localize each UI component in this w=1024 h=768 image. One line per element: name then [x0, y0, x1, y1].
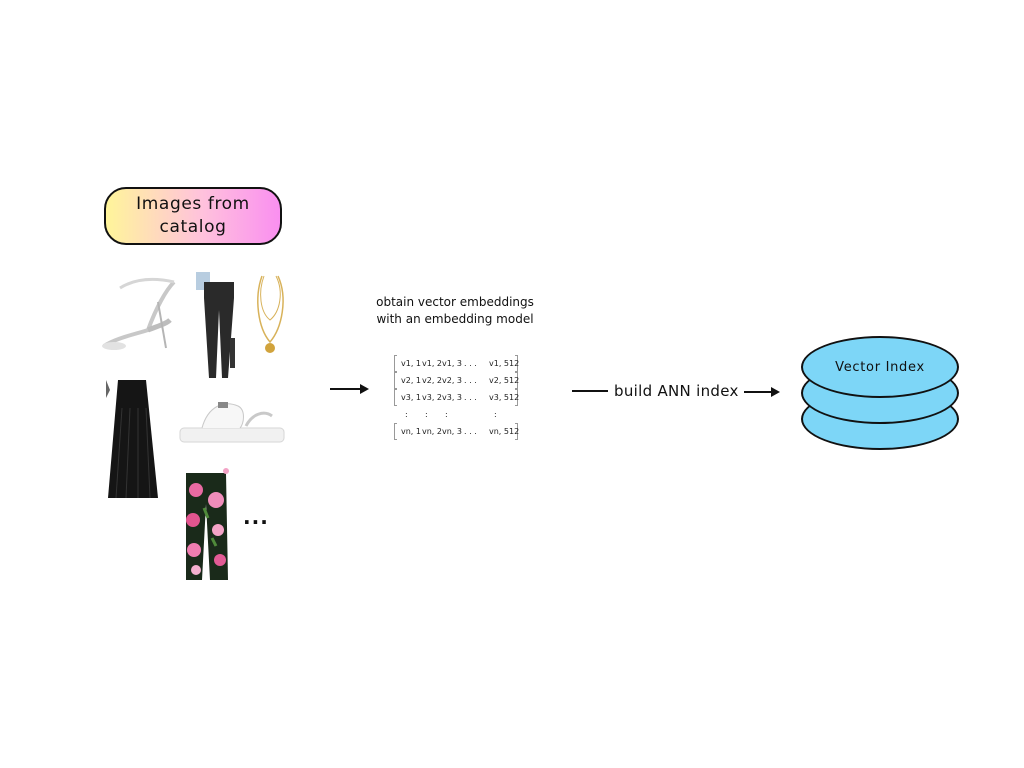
- matrix-row: v1, 1 v1, 2 v1, 3 . . . v1, 512: [394, 355, 520, 372]
- index-disk-top: [801, 336, 959, 398]
- matrix-cell: . . .: [464, 427, 477, 436]
- matrix-cell: v1, 1: [401, 359, 421, 368]
- catalog-title-pill: Images from catalog: [104, 187, 282, 245]
- matrix-cell: v2, 3: [442, 376, 462, 385]
- catalog-title-line1: Images from: [136, 194, 250, 214]
- matrix-row: vn, 1 vn, 2 vn, 3 . . . vn, 512: [394, 423, 520, 440]
- white-heeled-sandal-icon: [102, 278, 176, 350]
- matrix-cell: :: [425, 410, 428, 419]
- matrix-cell: vn, 1: [401, 427, 421, 436]
- white-platform-sandal-icon: [179, 402, 285, 443]
- more-images-ellipsis: ...: [243, 505, 269, 529]
- embedding-matrix: v1, 1 v1, 2 v1, 3 . . . v1, 512 v2, 1 v2…: [394, 355, 520, 440]
- embedding-caption-line2: with an embedding model: [376, 312, 534, 326]
- matrix-row: v3, 1 v3, 2 v3, 3 . . . v3, 512: [394, 389, 520, 406]
- arrow-right-icon: [360, 384, 369, 394]
- matrix-cell: v1, 2: [422, 359, 442, 368]
- matrix-cell: v3, 3: [442, 393, 462, 402]
- matrix-cell: v2, 2: [422, 376, 442, 385]
- matrix-cell: . . .: [464, 359, 477, 368]
- arrow-right-icon: [771, 387, 780, 397]
- matrix-cell: :: [494, 410, 497, 419]
- matrix-row: v2, 1 v2, 2 v2, 3 . . . v2, 512: [394, 372, 520, 389]
- ann-step-label: build ANN index: [614, 382, 739, 400]
- arrow-to-index-line: [744, 391, 772, 393]
- catalog-title-line2: catalog: [159, 217, 227, 237]
- black-skinny-jeans-icon: [196, 272, 235, 378]
- catalog-images: [102, 272, 285, 580]
- matrix-cell: v3, 512: [489, 393, 520, 402]
- embedding-caption: obtain vector embeddings with an embeddi…: [370, 294, 540, 328]
- matrix-cell: v2, 512: [489, 376, 520, 385]
- matrix-cell: :: [405, 410, 408, 419]
- floral-print-trousers-icon: [186, 468, 229, 580]
- matrix-cell: :: [445, 410, 448, 419]
- matrix-cell: v3, 1: [401, 393, 421, 402]
- gold-pendant-necklace-icon: [257, 275, 284, 353]
- matrix-cell: v1, 512: [489, 359, 520, 368]
- matrix-row: : : : :: [394, 406, 518, 423]
- vector-index-label: Vector Index: [835, 360, 925, 375]
- embedding-caption-line1: obtain vector embeddings: [376, 295, 534, 309]
- arrow-to-embedding-line: [330, 388, 362, 390]
- matrix-cell: . . .: [464, 376, 477, 385]
- black-pleated-maxi-skirt-icon: [106, 380, 158, 499]
- matrix-cell: vn, 2: [422, 427, 442, 436]
- matrix-cell: vn, 512: [489, 427, 520, 436]
- matrix-cell: v1, 3: [442, 359, 462, 368]
- matrix-cell: v2, 1: [401, 376, 421, 385]
- matrix-cell: v3, 2: [422, 393, 442, 402]
- ann-step-line: [572, 390, 608, 392]
- matrix-cell: . . .: [464, 393, 477, 402]
- matrix-cell: vn, 3: [442, 427, 462, 436]
